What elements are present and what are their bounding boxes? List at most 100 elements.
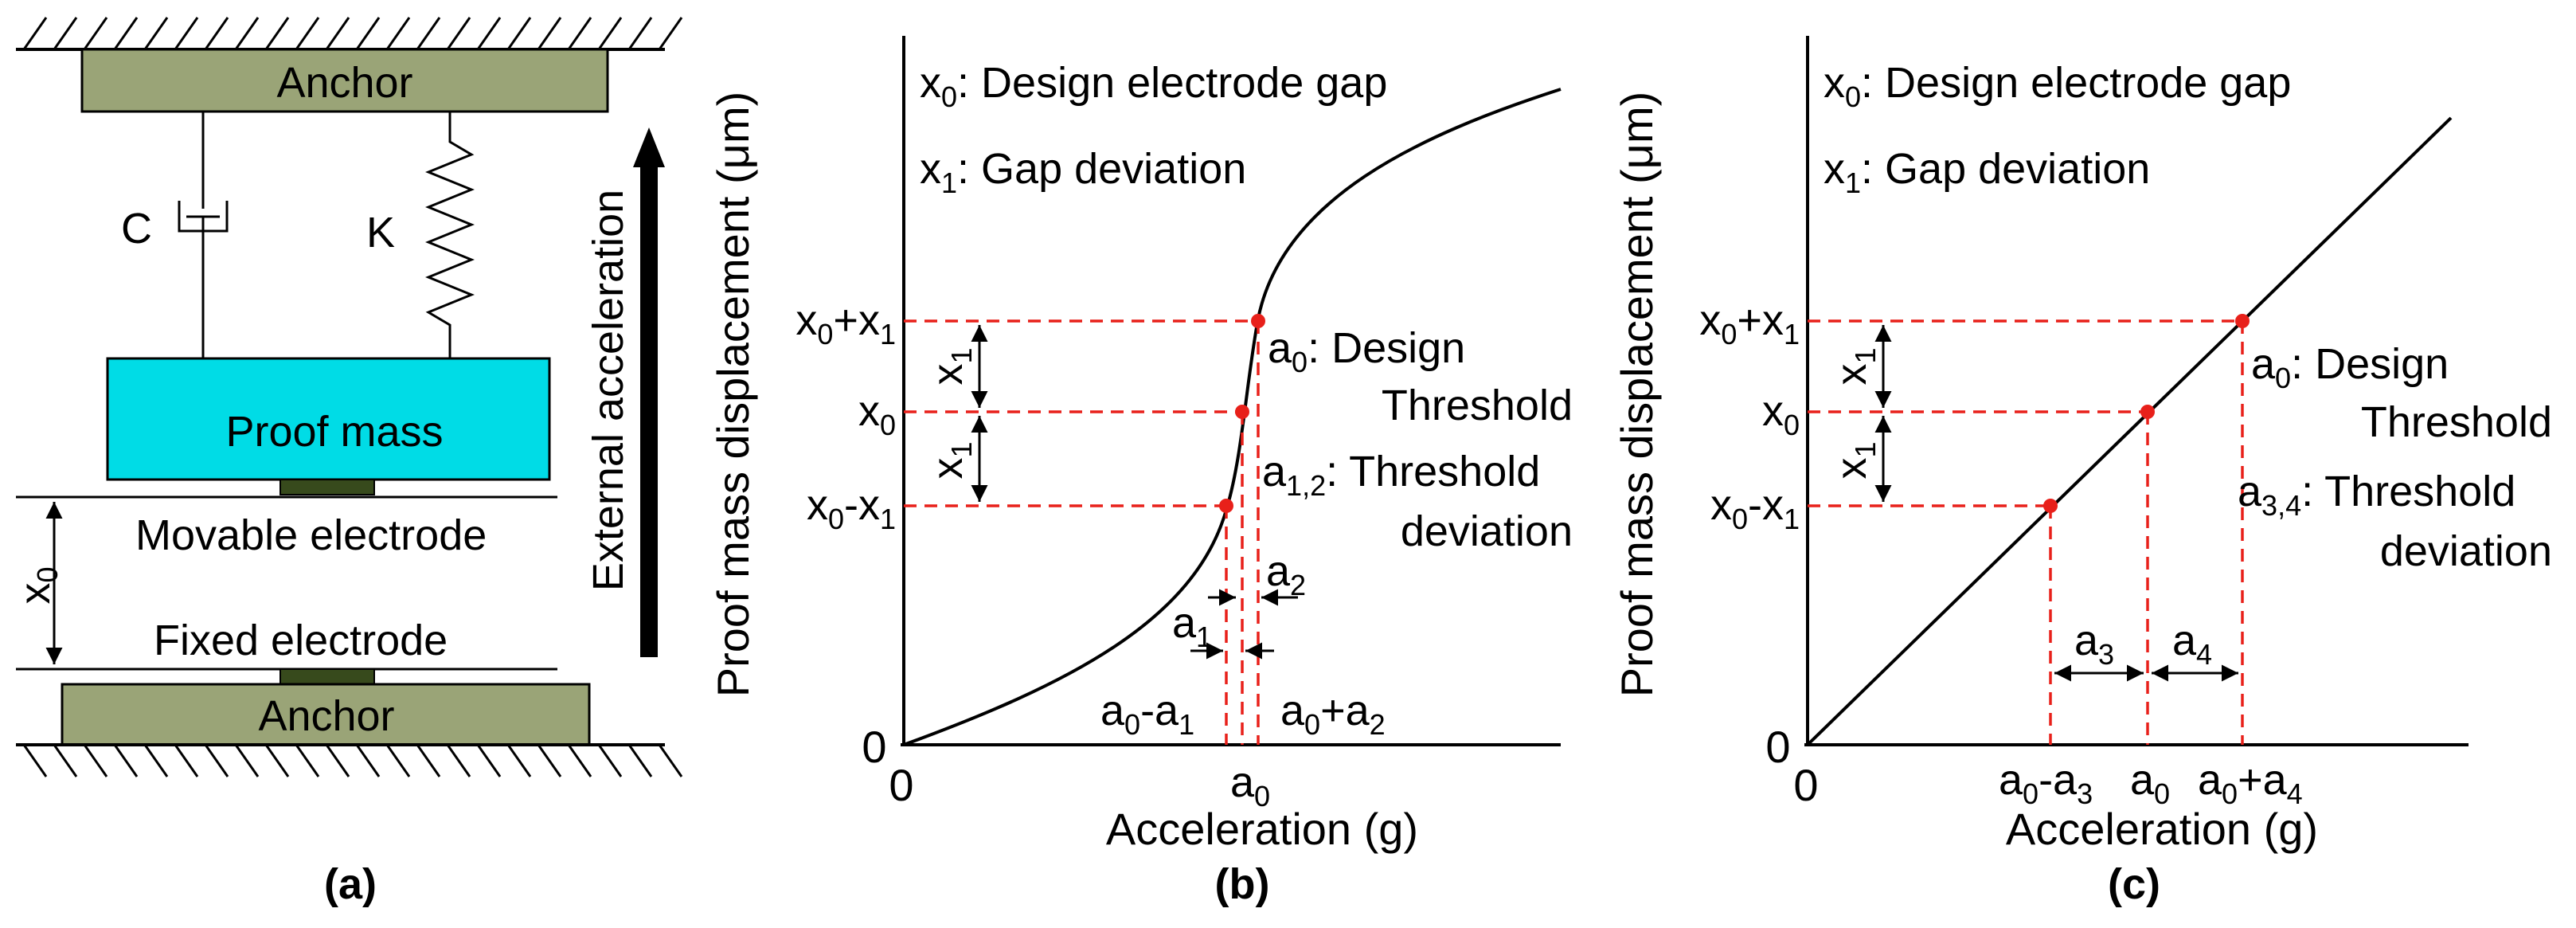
acceleration-arrow-shaft [640,163,658,657]
hatch-line [204,17,229,50]
hatch-line [113,17,139,50]
hatch-line [143,17,169,50]
b-point-plus [1251,314,1265,328]
hatch-line [325,744,350,777]
hatch-line [597,17,623,50]
c-point-plus [2235,314,2250,328]
b-ann-dev-2: deviation [1401,507,1573,555]
bottom-ground-hatch [22,744,683,777]
c-point-mid [2140,405,2155,419]
c-origin-y: 0 [1765,722,1790,772]
b-a0-plus-label: a0+a2 [1280,687,1386,741]
hatch-line [627,744,653,777]
b-a1-label: a1 [1172,599,1212,653]
caption-c: (c) [2108,860,2160,908]
c-ann-design-1: a0: Design [2251,340,2449,394]
hatch-line [234,744,260,777]
gap-label: x0 [11,566,64,604]
hatch-line [658,17,683,50]
c-y-label: Proof mass displacement (μm) [1612,92,1662,697]
spring-label: K [366,209,395,256]
anchor-bottom-label: Anchor [258,692,394,740]
hatch-line [537,744,562,777]
hatch-line [597,744,623,777]
fixed-electrode [279,668,375,685]
hatch-line [416,744,441,777]
hatch-line [416,17,441,50]
b-origin-y: 0 [862,722,886,772]
b-ann-design-2: Threshold [1382,382,1573,429]
hatch-line [385,744,411,777]
b-ann-dev-1: a1,2: Threshold [1262,448,1540,502]
panel-b: Proof mass displacement (μm) Acceleratio… [708,36,1573,908]
c-legend-x0: x0: Design electrode gap [1824,59,2291,113]
hatch-line [355,744,381,777]
damper [178,112,229,358]
caption-b: (b) [1215,860,1270,908]
hatch-line [567,744,592,777]
hatch-line [476,744,502,777]
c-xtick-a0: a0 [2130,756,2170,810]
c-ytick-mid: x0 [1762,387,1800,441]
b-point-minus [1219,499,1233,513]
acceleration-arrow-head [633,127,665,167]
hatch-line [506,744,532,777]
c-origin-x: 0 [1793,760,1818,810]
b-origin-x: 0 [889,760,913,810]
hatch-line [83,17,108,50]
c-point-minus [2043,499,2058,513]
damper-label: C [121,205,152,253]
hatch-line [627,17,653,50]
fixed-electrode-label: Fixed electrode [154,617,448,664]
b-ytick-mid: x0 [858,387,896,441]
hatch-line [264,17,290,50]
hatch-line [53,744,78,777]
c-legend-x1: x1: Gap deviation [1824,145,2150,199]
b-legend-x0: x0: Design electrode gap [920,59,1387,113]
c-response-line [1806,116,2453,746]
b-x1-label-upper: x1 [924,347,978,385]
acceleration-arrow-label: External acceleration [584,190,632,591]
c-x1-label-lower: x1 [1827,441,1882,479]
hatch-line [295,17,320,50]
hatch-line [22,744,48,777]
hatch-line [174,17,199,50]
b-y-label: Proof mass displacement (μm) [708,92,758,697]
b-x-label: Acceleration (g) [1106,804,1418,854]
proof-mass-label: Proof mass [225,408,443,456]
b-xtick-a0: a0 [1230,758,1270,812]
b-ytick-minus: x0-x1 [807,481,896,535]
b-a0-minus-label: a0-a1 [1100,687,1194,741]
b-ytick-plus: x0+x1 [795,296,896,350]
anchor-top [80,48,609,113]
top-ground-hatch [22,17,683,50]
c-xtick-a0-minus: a0-a3 [1999,756,2093,810]
c-a4-label: a4 [2172,617,2212,671]
hatch-line [83,744,108,777]
hatch-line [355,17,381,50]
anchor-bottom [61,683,591,746]
hatch-line [22,17,48,50]
hatch-line [476,17,502,50]
b-x1-label-lower: x1 [924,441,978,479]
b-legend-x1: x1: Gap deviation [920,145,1246,199]
hatch-line [143,744,169,777]
c-ann-design-2: Threshold [2361,398,2552,446]
hatch-line [295,744,320,777]
hatch-line [567,17,592,50]
hatch-line [53,17,78,50]
c-ann-dev-1: a3,4: Threshold [2238,468,2515,522]
movable-electrode [279,479,375,495]
hatch-line [446,17,471,50]
panel-c: Proof mass displacement (μm) Acceleratio… [1612,36,2552,908]
hatch-line [385,17,411,50]
hatch-line [658,744,683,777]
hatch-line [234,17,260,50]
hatch-line [446,744,471,777]
c-xtick-a0-plus: a0+a4 [2198,756,2303,810]
hatch-line [506,17,532,50]
hatch-line [325,17,350,50]
movable-electrode-label: Movable electrode [135,511,487,559]
